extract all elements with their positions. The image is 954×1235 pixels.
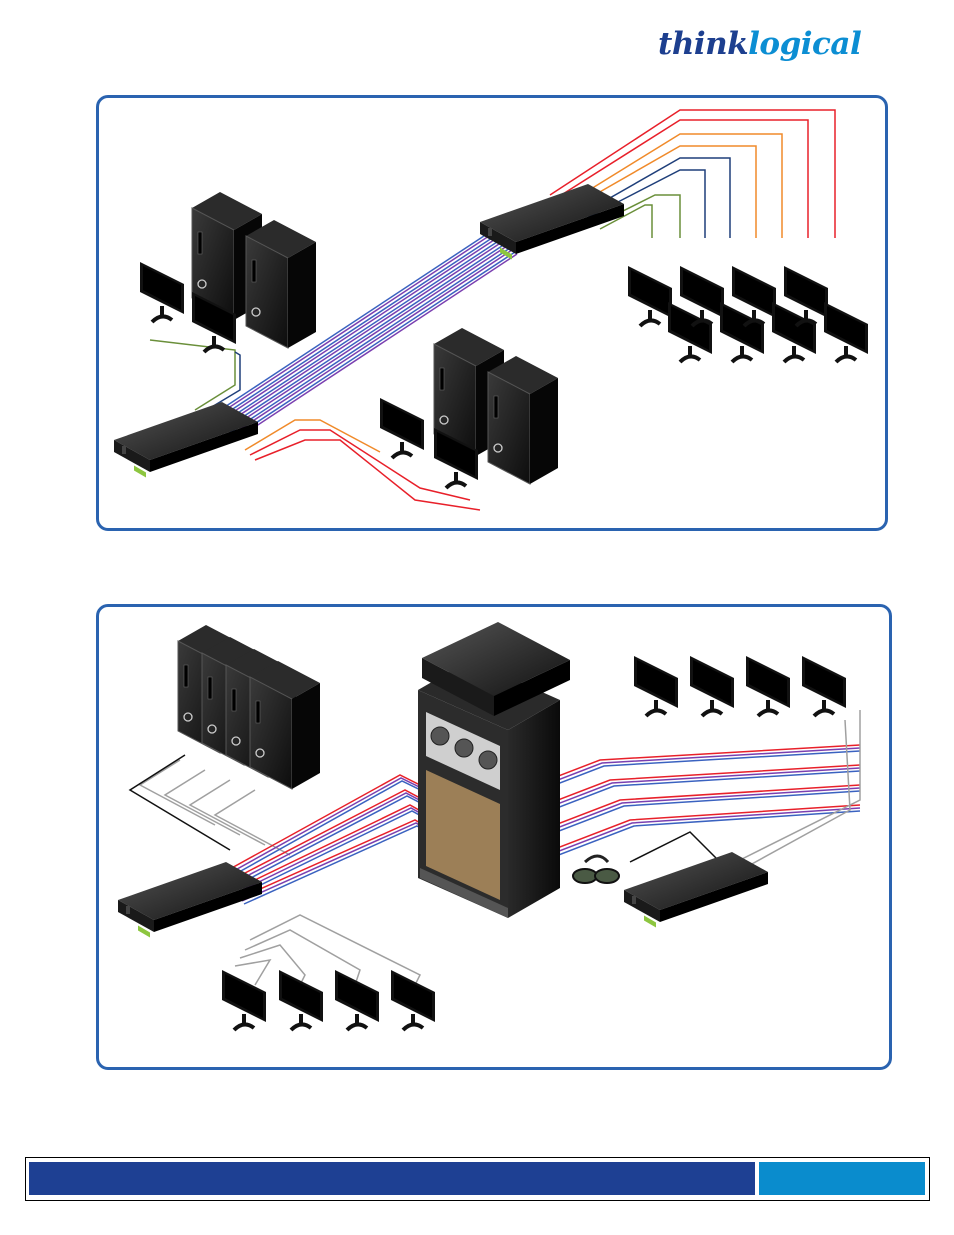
- green-link: [149, 339, 236, 411]
- footer-right-band: [759, 1162, 925, 1195]
- red-link: [249, 429, 471, 501]
- bottom-diagram-panel: [96, 604, 892, 1070]
- blue-link: [199, 351, 241, 415]
- monitor-orange: [378, 396, 426, 460]
- tower-computer: [487, 355, 559, 485]
- orange-link: [244, 419, 381, 453]
- black-link: [128, 754, 231, 851]
- gray-link: [244, 929, 361, 986]
- gray-link: [188, 779, 266, 846]
- gray-link: [213, 789, 291, 856]
- tower-computer: [245, 219, 317, 349]
- red-link: [554, 119, 809, 238]
- logo-logical: logical: [748, 26, 862, 62]
- gray-link: [138, 759, 216, 826]
- black-link: [629, 831, 721, 863]
- receiver-chassis-top: [480, 184, 624, 260]
- red-link: [549, 109, 836, 238]
- gray-link: [163, 769, 241, 836]
- blue-link: [579, 157, 731, 238]
- logo-think: think: [658, 26, 749, 62]
- gray-link: [719, 710, 861, 871]
- monitor-green: [138, 260, 186, 324]
- gray-link: [239, 944, 306, 986]
- transmitter-chassis-left: [114, 402, 258, 478]
- red-link: [254, 439, 481, 511]
- fiber-bundle: [204, 231, 516, 441]
- footer-bar: [25, 1157, 930, 1201]
- gray-link: [234, 958, 272, 986]
- router-top-module: [422, 622, 570, 716]
- orange-link: [564, 133, 783, 238]
- monitor-blue: [718, 300, 766, 364]
- top-diagram-cables: [149, 109, 836, 511]
- monitor-green: [666, 300, 714, 364]
- orange-link: [569, 145, 757, 238]
- monitor-green: [626, 264, 674, 328]
- thinklogical-logo: thinklogical: [658, 26, 862, 62]
- fiber-bundle-purple: [206, 233, 518, 443]
- monitor-red: [822, 300, 870, 364]
- 3d-glasses-icon: [572, 854, 620, 884]
- gray-link: [729, 719, 851, 877]
- blue-link: [584, 169, 706, 238]
- gray-link: [249, 914, 422, 986]
- green-link: [599, 204, 653, 238]
- monitor-orange: [770, 300, 818, 364]
- green-link: [594, 194, 681, 238]
- footer-left-band: [29, 1162, 755, 1195]
